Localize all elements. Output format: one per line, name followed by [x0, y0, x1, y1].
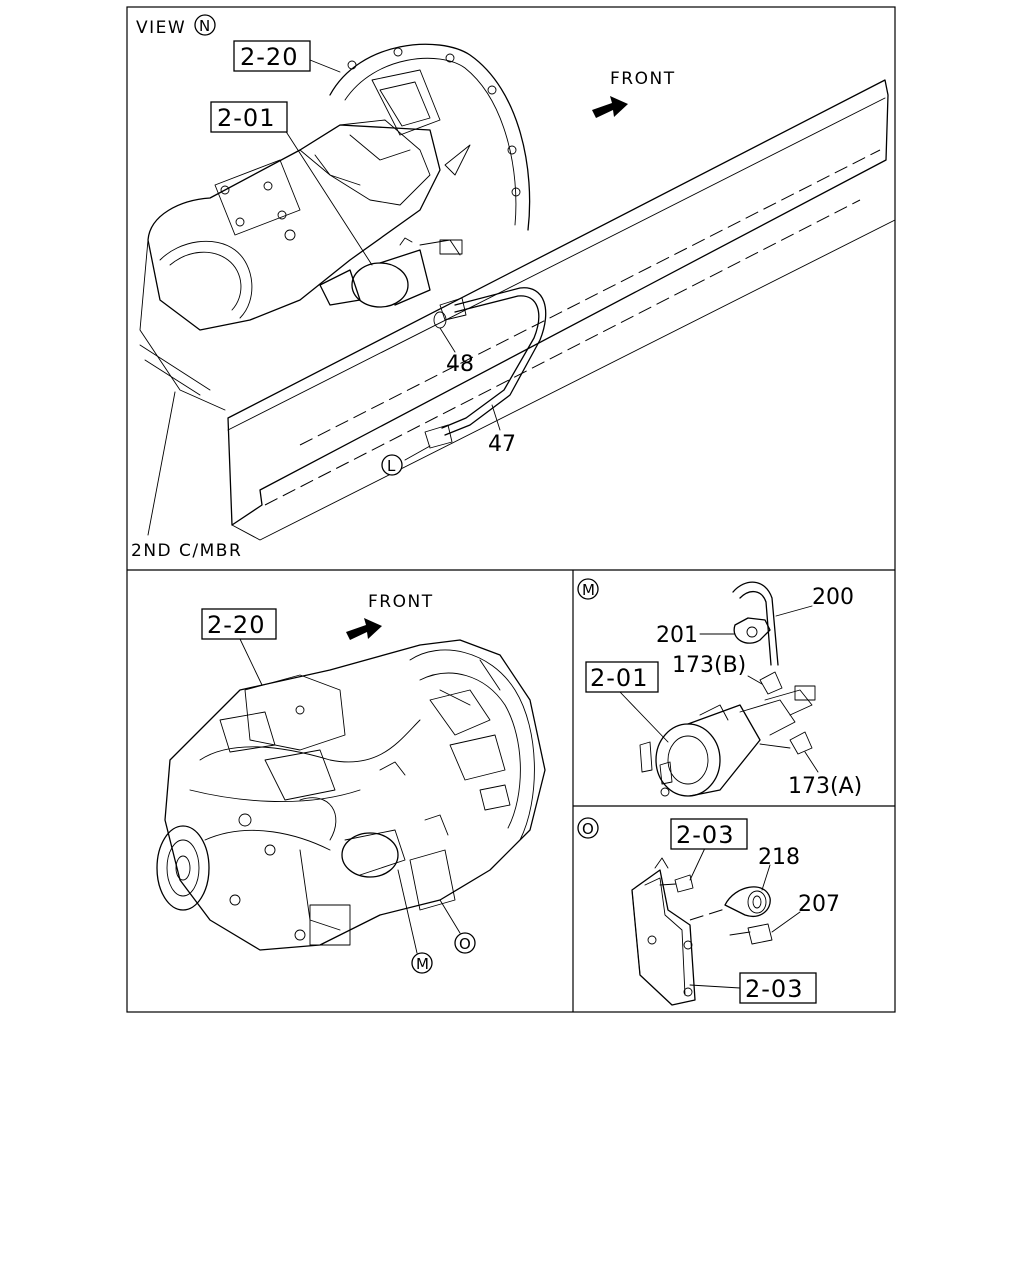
marker-l: L — [387, 457, 396, 475]
panel-m-marker: M — [582, 581, 595, 599]
view-marker: N — [199, 17, 210, 35]
member-label: 2ND C/MBR — [131, 541, 242, 561]
part-201-label: 201 — [656, 623, 698, 648]
ref-2-03-top: 2-03 — [676, 821, 734, 849]
part-200-label: 200 — [812, 585, 854, 610]
clamp-218 — [724, 886, 771, 917]
frame-rail — [227, 79, 889, 526]
transmission-assembly — [156, 639, 546, 951]
marker-o: O — [459, 935, 471, 953]
view-marker-circle — [194, 14, 216, 36]
panel-o-marker-circle — [577, 817, 599, 839]
panel-o: O 2-03 218 207 2-03 — [577, 817, 840, 1006]
view-title: VIEW — [136, 18, 186, 38]
marker-m-circle — [411, 952, 433, 974]
pipe-47 — [444, 287, 547, 436]
marker-l-circle — [381, 454, 403, 476]
mounting-bracket — [631, 857, 696, 1006]
ref-2-20-top: 2-20 — [240, 43, 298, 71]
transmission-body — [147, 124, 441, 331]
part-173a-label: 173(A) — [788, 774, 862, 799]
part-218-label: 218 — [758, 845, 800, 870]
ref-2-20-bottom: 2-20 — [207, 611, 265, 639]
diagram-frame — [126, 6, 896, 1013]
hose-200 — [732, 581, 779, 666]
clutch-booster-detail — [639, 685, 816, 797]
clip-201 — [733, 617, 771, 644]
top-panel: VIEW N — [131, 14, 896, 561]
ref-2-03-bottom: 2-03 — [745, 975, 803, 1003]
bellhousing-flange — [329, 43, 531, 231]
marker-m: M — [416, 955, 429, 973]
clutch-booster-top — [319, 237, 463, 308]
front-arrow-bottom — [346, 618, 382, 640]
part-47-label: 47 — [488, 432, 516, 457]
part-207-label: 207 — [798, 892, 840, 917]
ref-2-01-top: 2-01 — [217, 104, 275, 132]
panel-m: M 200 201 173(B) — [577, 578, 862, 799]
ref-2-01-detail: 2-01 — [590, 664, 648, 692]
front-arrow-top — [592, 96, 628, 118]
part-173b-label: 173(B) — [672, 653, 746, 678]
marker-o-circle — [454, 932, 476, 954]
panel-m-marker-circle — [577, 578, 599, 600]
front-label-top: FRONT — [610, 69, 676, 89]
front-label-bottom: FRONT — [368, 592, 434, 612]
part-48-label: 48 — [446, 352, 474, 377]
bottom-left-panel: FRONT 2-20 — [156, 592, 546, 974]
panel-o-marker: O — [582, 820, 594, 838]
